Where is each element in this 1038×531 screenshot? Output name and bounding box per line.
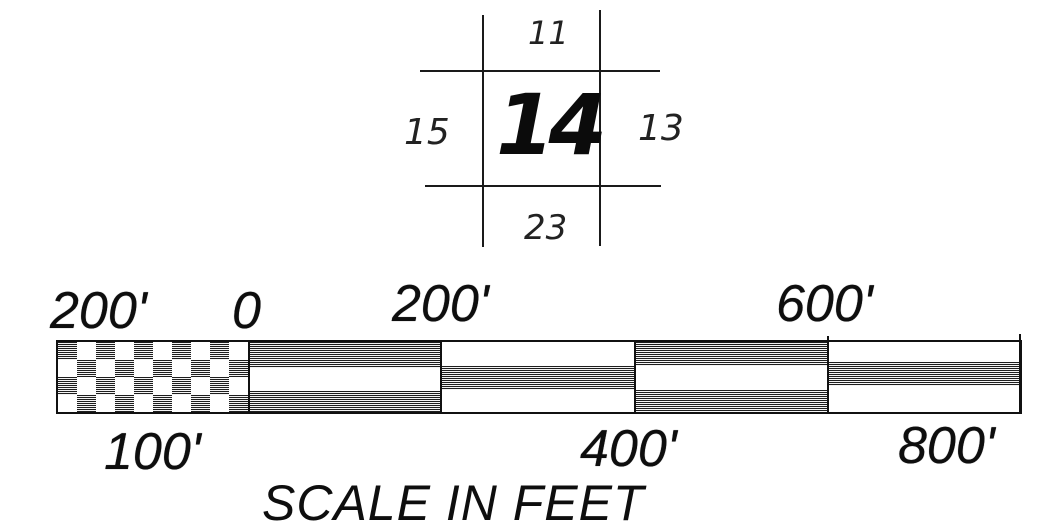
checker-cell bbox=[210, 394, 229, 413]
checker-cell bbox=[229, 342, 248, 360]
checker-cell bbox=[172, 377, 191, 395]
scale-divider-800 bbox=[1019, 334, 1021, 414]
checker-cell bbox=[134, 377, 153, 395]
checker-cell bbox=[58, 377, 77, 395]
checker-cell bbox=[229, 394, 248, 413]
checker-cell bbox=[153, 394, 172, 413]
checker-cell bbox=[96, 359, 115, 378]
scale-segment-1-bottom-hatch bbox=[249, 391, 441, 412]
adjacent-sheet-bottom: 23 bbox=[524, 208, 568, 248]
checker-cell bbox=[77, 342, 96, 360]
checker-cell bbox=[77, 394, 96, 413]
scale-segment-1-top-hatch bbox=[249, 342, 441, 368]
checker-cell bbox=[134, 359, 153, 378]
checker-cell bbox=[115, 359, 134, 378]
checker-cell bbox=[134, 342, 153, 360]
checker-cell bbox=[191, 377, 210, 395]
grid-horizontal-line-bottom bbox=[425, 185, 661, 187]
scale-label-top-200-left: 200' bbox=[50, 282, 147, 340]
scale-label-top-600: 600' bbox=[776, 275, 873, 333]
checker-cell bbox=[96, 342, 115, 360]
grid-vertical-line-left bbox=[482, 15, 484, 247]
checker-cell bbox=[115, 342, 134, 360]
checker-cell bbox=[153, 377, 172, 395]
scale-divider-200 bbox=[440, 340, 442, 414]
scale-segment-3-top-hatch bbox=[635, 342, 828, 366]
checker-cell bbox=[153, 342, 172, 360]
checker-cell bbox=[229, 377, 248, 395]
checker-cell bbox=[191, 342, 210, 360]
checker-cell bbox=[58, 342, 77, 360]
scale-divider-400 bbox=[634, 340, 636, 414]
checker-cell bbox=[77, 359, 96, 378]
checker-cell bbox=[96, 394, 115, 413]
scale-label-bottom-400: 400' bbox=[580, 420, 677, 478]
scale-label-top-200: 200' bbox=[392, 275, 489, 333]
checker-cell bbox=[210, 342, 229, 360]
checker-cell bbox=[210, 359, 229, 378]
checker-cell bbox=[115, 394, 134, 413]
scale-label-top-0: 0 bbox=[232, 282, 261, 340]
checker-cell bbox=[77, 377, 96, 395]
checker-cell bbox=[172, 359, 191, 378]
checker-cell bbox=[58, 359, 77, 378]
checker-cell bbox=[229, 359, 248, 378]
scale-segment-4-middle-hatch bbox=[828, 362, 1021, 386]
checker-cell bbox=[134, 394, 153, 413]
scale-divider-600 bbox=[827, 336, 829, 412]
checker-cell bbox=[191, 359, 210, 378]
grid-horizontal-line-top bbox=[420, 70, 660, 72]
adjacent-sheet-right: 13 bbox=[638, 108, 684, 149]
scale-segment-2-middle-hatch bbox=[441, 366, 635, 390]
scale-caption: SCALE IN FEET bbox=[262, 475, 645, 531]
scale-label-bottom-100: 100' bbox=[104, 423, 201, 481]
current-sheet-number: 14 bbox=[496, 76, 607, 174]
checker-cell bbox=[172, 342, 191, 360]
scale-segment-3-bottom-hatch bbox=[635, 390, 828, 412]
checker-cell bbox=[153, 359, 172, 378]
checker-cell bbox=[96, 377, 115, 395]
grid-vertical-line-right bbox=[599, 10, 601, 246]
scale-label-bottom-800: 800' bbox=[898, 417, 995, 475]
checker-cell bbox=[191, 394, 210, 413]
checker-cell bbox=[210, 377, 229, 395]
adjacent-sheet-left: 15 bbox=[404, 112, 450, 153]
adjacent-sheet-top: 11 bbox=[528, 14, 569, 52]
scale-divider-0 bbox=[248, 340, 250, 414]
scale-bar-outline bbox=[56, 340, 1022, 414]
checker-cell bbox=[115, 377, 134, 395]
checker-cell bbox=[172, 394, 191, 413]
checker-cell bbox=[58, 394, 77, 413]
